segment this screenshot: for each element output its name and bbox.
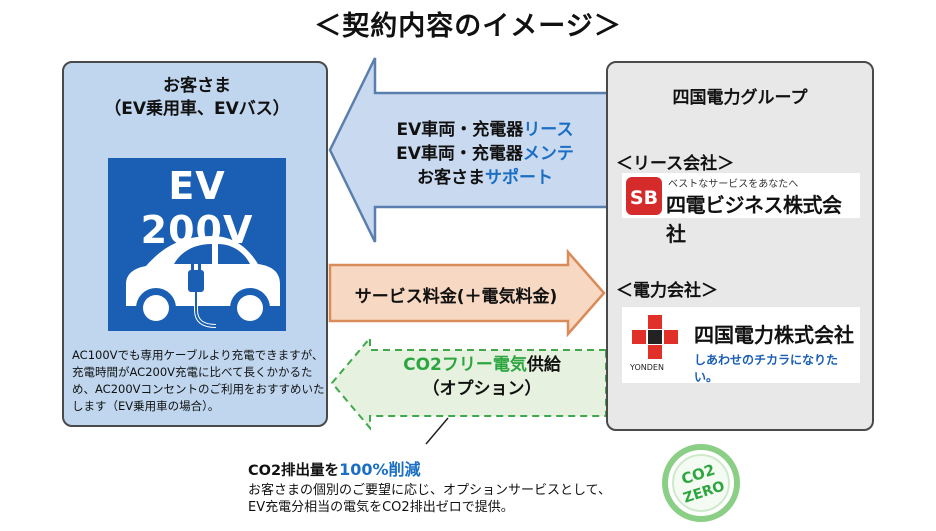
business-tagline: ベストなサービスをあなたへ bbox=[668, 179, 799, 190]
sb-mark-text: SB bbox=[630, 187, 658, 209]
shikoku-group-panel: 四国電力グループ ＜リース会社＞ SB ベストなサービスをあなたへ 四電ビジネス… bbox=[606, 61, 874, 431]
co2-arrow-text: CO2フリー電気供給 （オプション） bbox=[368, 353, 596, 401]
co2-reduction-description: お客さまの個別のご要望に応じ、オプションサービスとして、 EV充電分相当の電気を… bbox=[248, 482, 611, 516]
lease-line1: EV車両・充電器 bbox=[396, 120, 524, 140]
co2-free-electricity: CO2フリー電気 bbox=[403, 355, 527, 375]
co2-reduction-title: CO2排出量を100%削減 bbox=[248, 456, 421, 480]
co2-desc-line1: お客さまの個別のご要望に応じ、オプションサービスとして、 bbox=[248, 483, 611, 498]
customer-note: AC100Vでも専用ケーブルより充電できますが、充電時間がAC200V充電に比べ… bbox=[72, 348, 325, 413]
ev-car-icon bbox=[126, 236, 280, 328]
co2-desc-line2: EV充電分相当の電気をCO2排出ゼロで提供。 bbox=[248, 500, 514, 515]
lease-company-heading: ＜リース会社＞ bbox=[616, 154, 735, 174]
lease-line3: お客さま bbox=[417, 168, 485, 188]
lease-line2: EV車両・充電器 bbox=[396, 144, 523, 164]
fee-arrow-text: サービス料金(＋電気料金) bbox=[354, 287, 558, 307]
page-title: ＜契約内容のイメージ＞ bbox=[314, 11, 622, 42]
yonden-mark-icon bbox=[632, 315, 678, 359]
yonden-mark-text: YONDEN bbox=[630, 363, 664, 372]
power-company-heading: ＜電力会社＞ bbox=[616, 281, 718, 301]
yonden-logo: YONDEN 四国電力株式会社 しあわせのチカラになりたい。 bbox=[622, 307, 860, 384]
lease-arrow-text: EV車両・充電器リース EV車両・充電器メンテ お客さまサポート bbox=[380, 118, 590, 190]
group-title: 四国電力グループ bbox=[672, 88, 808, 108]
lease-line2-accent: メンテ bbox=[522, 144, 574, 164]
callout-line bbox=[425, 417, 449, 445]
yonden-business-logo: SB ベストなサービスをあなたへ 四電ビジネス株式会社 bbox=[622, 173, 860, 246]
customer-title-line1: お客さま bbox=[163, 76, 231, 96]
co2-supply: 供給 bbox=[526, 355, 561, 375]
co2-arrow bbox=[330, 335, 607, 431]
lease-line1-accent: リース bbox=[523, 120, 574, 140]
co2-zero-badge: CO2 ZERO bbox=[662, 444, 740, 522]
sb-mark-icon: SB bbox=[626, 177, 662, 215]
power-company-slogan: しあわせのチカラになりたい。 bbox=[694, 353, 839, 384]
customer-title-line2: （EV乗用車、EVバス） bbox=[104, 99, 290, 119]
co2-reduction-value: 100%削減 bbox=[339, 460, 421, 479]
power-company-name: 四国電力株式会社 bbox=[694, 323, 854, 347]
customer-panel: お客さま （EV乗用車、EVバス） EV 200V AC100Vでも専用ケーブル… bbox=[62, 61, 328, 427]
business-company-name: 四電ビジネス株式会社 bbox=[666, 193, 842, 246]
lease-line3-accent: サポート bbox=[485, 168, 553, 188]
co2-option: （オプション） bbox=[422, 379, 542, 399]
lease-arrow bbox=[328, 57, 610, 243]
customer-title: お客さま （EV乗用車、EVバス） bbox=[64, 75, 330, 121]
fee-arrow bbox=[328, 248, 606, 338]
ev-200v-sign: EV 200V bbox=[108, 158, 286, 331]
co2-reduction-label: CO2排出量を bbox=[248, 463, 340, 479]
